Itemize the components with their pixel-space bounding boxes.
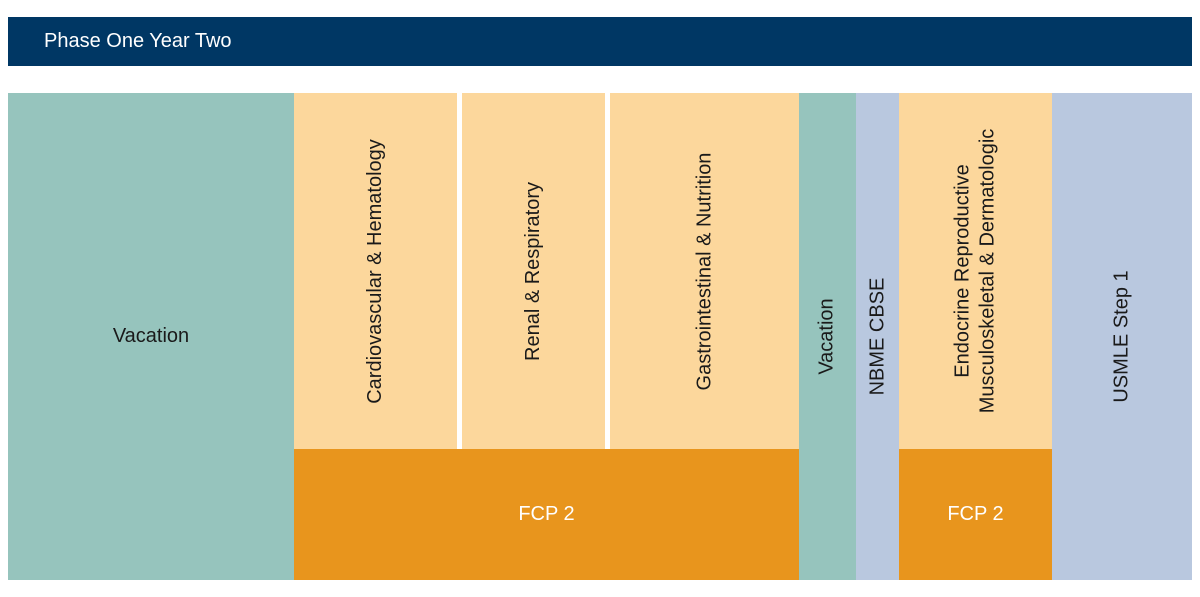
renal-label: Renal & Respiratory bbox=[522, 181, 544, 361]
endocrine-block: Endocrine Reproductive Musculoskeletal &… bbox=[899, 93, 1052, 449]
endocrine-label-line2: Musculoskeletal & Dermatologic bbox=[976, 128, 999, 414]
vacation-label-2: Vacation bbox=[816, 298, 839, 375]
gastro-label: Gastrointestinal & Nutrition bbox=[693, 152, 716, 390]
vacation-block-1: Vacation bbox=[8, 93, 294, 580]
vacation-label-1: Vacation bbox=[112, 325, 190, 347]
fcp2-block-2: FCP 2 bbox=[899, 449, 1052, 580]
phase-title: Phase One Year Two bbox=[44, 30, 232, 52]
endocrine-label: Endocrine Reproductive Musculoskeletal &… bbox=[951, 129, 1001, 414]
nbme-block: NBME CBSE bbox=[856, 93, 899, 580]
phase-header: Phase One Year Two bbox=[8, 17, 1192, 66]
nbme-label: NBME CBSE bbox=[866, 277, 888, 396]
vacation-block-2: Vacation bbox=[799, 93, 856, 580]
usmle-label: USMLE Step 1 bbox=[1110, 270, 1133, 403]
fcp2-label-1: FCP 2 bbox=[518, 503, 575, 525]
fcp2-label-2: FCP 2 bbox=[947, 503, 1004, 525]
fcp2-block-1: FCP 2 bbox=[294, 449, 799, 580]
cardio-label: Cardiovascular & Hematology bbox=[364, 138, 386, 404]
endocrine-label-line1: Endocrine Reproductive bbox=[951, 164, 974, 378]
usmle-block: USMLE Step 1 bbox=[1052, 93, 1192, 580]
renal-block: Renal & Respiratory bbox=[462, 93, 605, 449]
cardio-block: Cardiovascular & Hematology bbox=[294, 93, 457, 449]
gastro-block: Gastrointestinal & Nutrition bbox=[610, 93, 799, 449]
